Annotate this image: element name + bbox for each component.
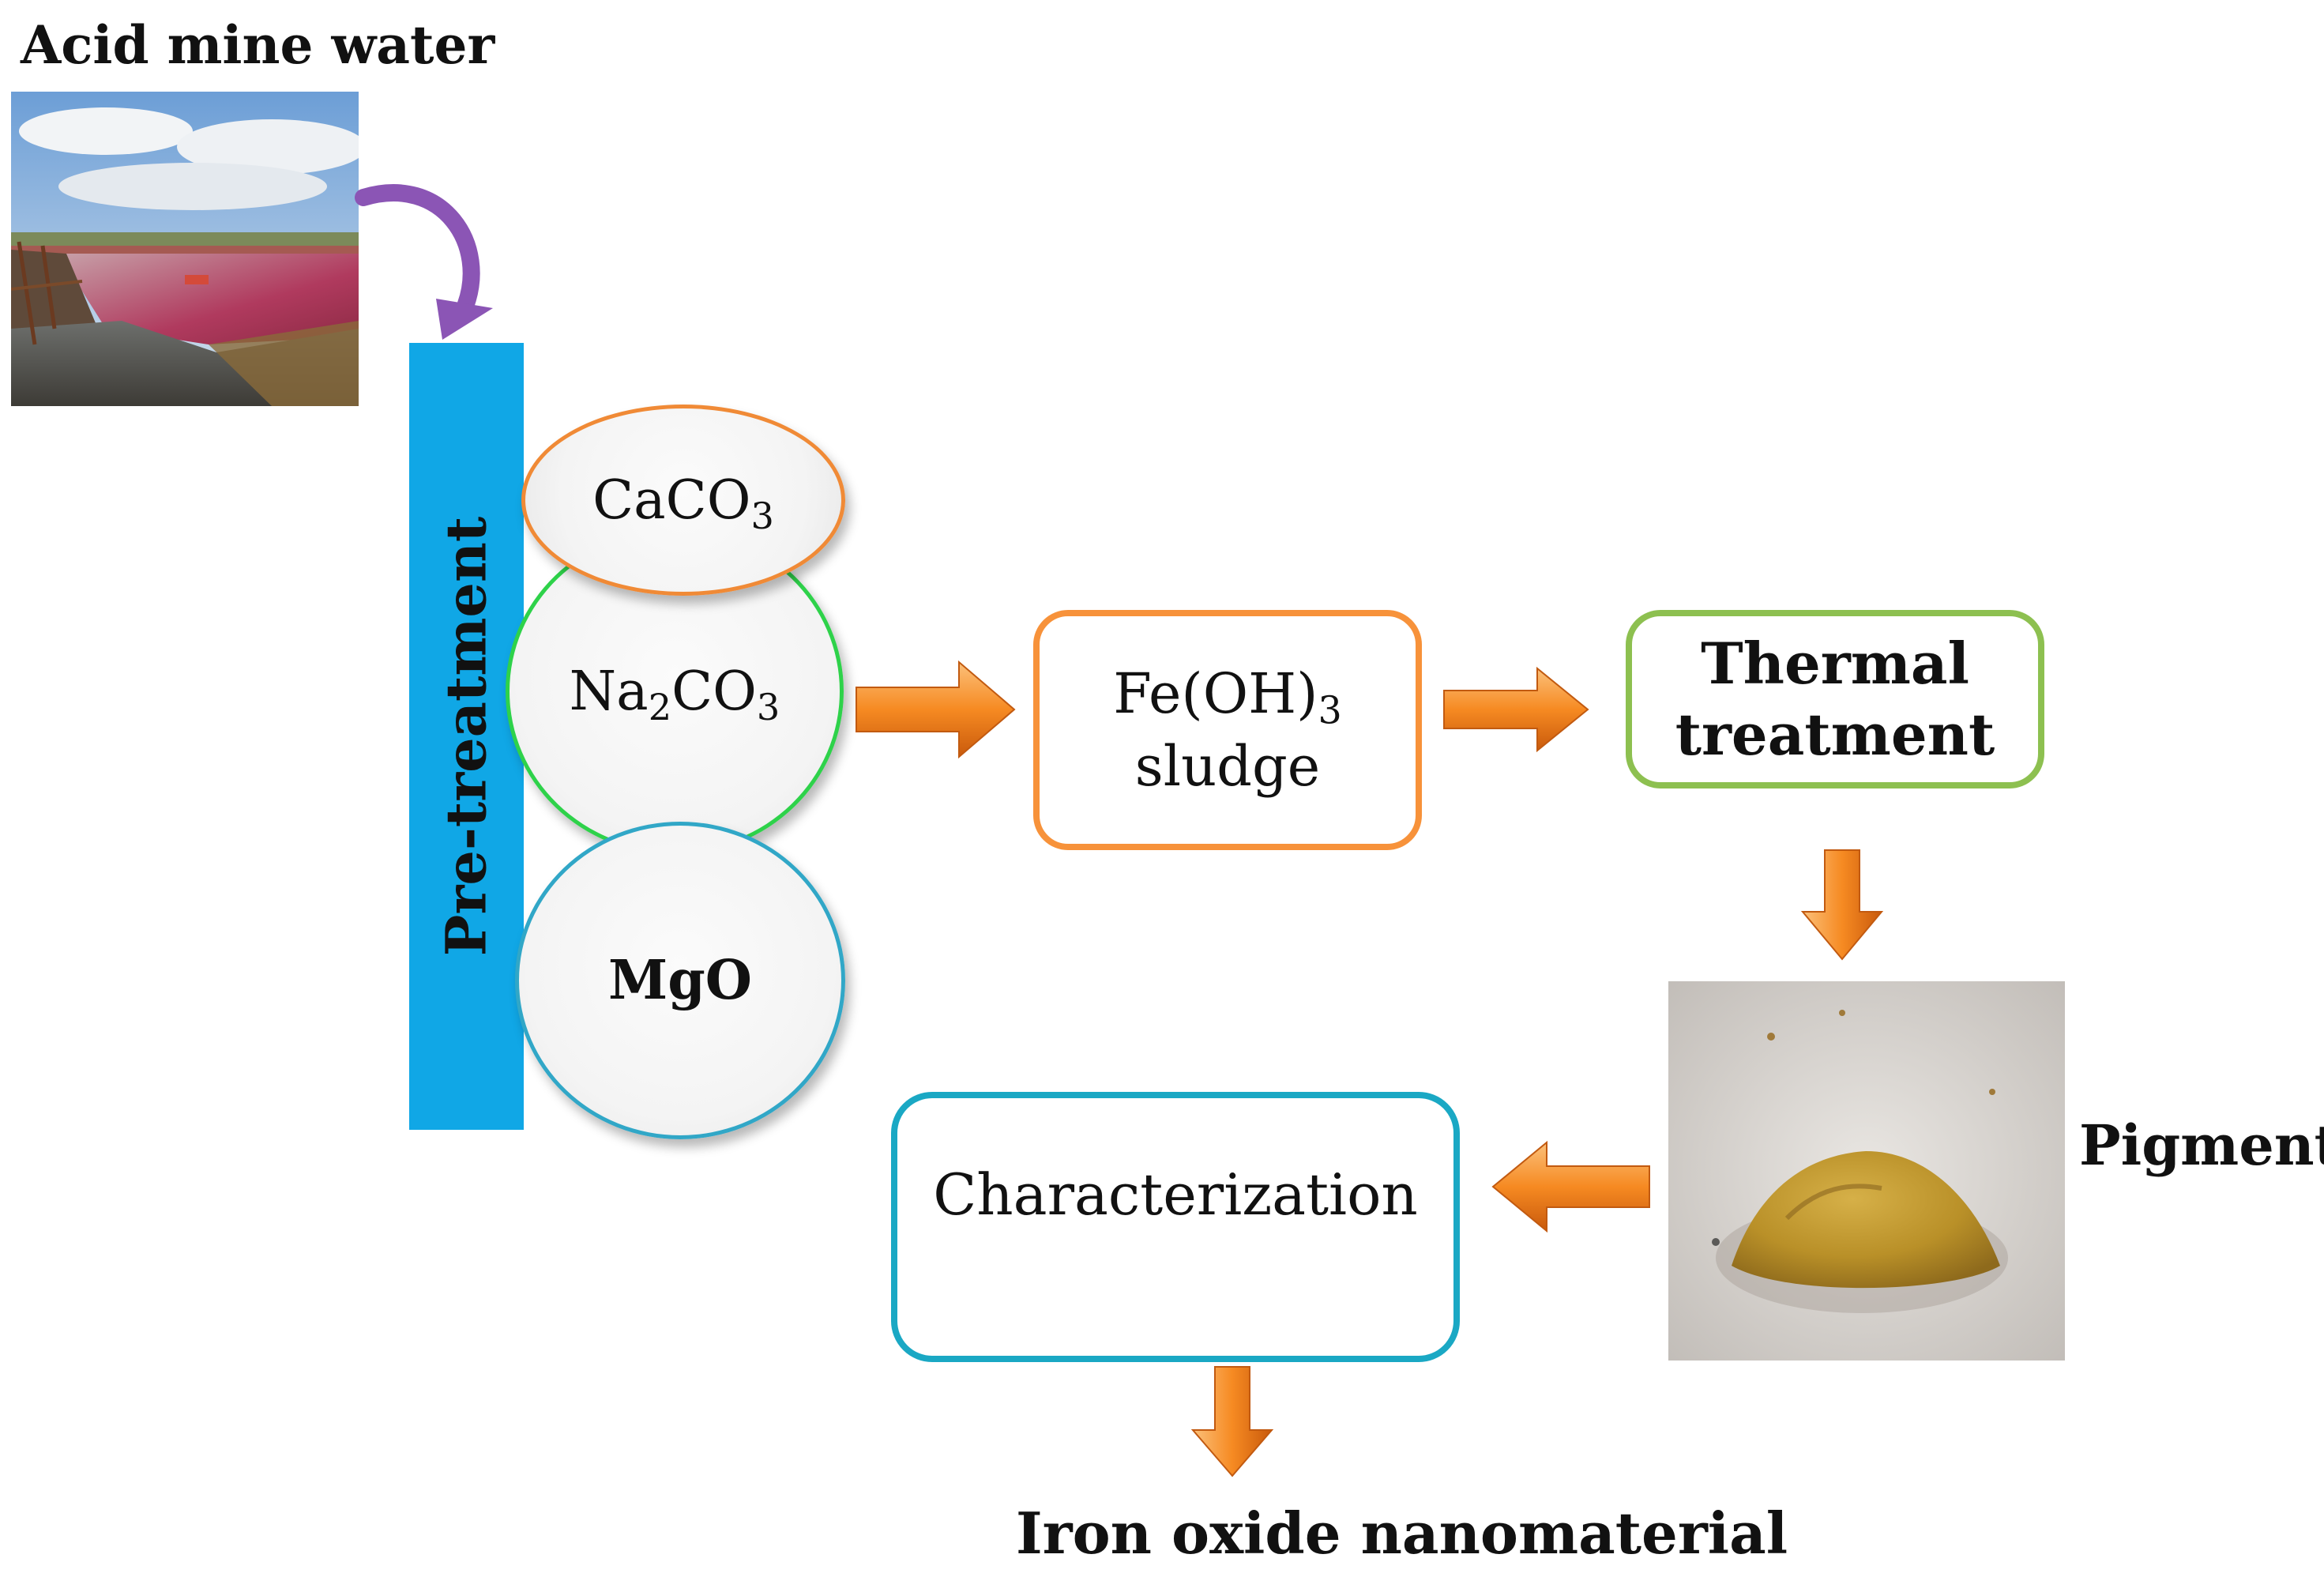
arrow-right-icon	[1443, 666, 1589, 753]
pigment-label: Pigment	[2079, 1112, 2324, 1178]
arrow-down-icon	[1190, 1366, 1274, 1477]
acid-mine-water-photo	[11, 92, 359, 406]
caco3-label: CaCO3	[592, 469, 774, 537]
characterization-label: Characterization	[933, 1161, 1418, 1228]
mgo-reagent: MgO	[515, 822, 845, 1139]
curved-arrow-icon	[355, 184, 493, 340]
thermal-line2: treatment	[1675, 701, 1995, 768]
sludge-line1: Fe(OH)3	[1113, 661, 1342, 733]
arrow-right-icon	[856, 660, 1016, 759]
thermal-line1: Thermal	[1701, 630, 1969, 697]
acid-mine-water-label: Acid mine water	[21, 14, 495, 76]
characterization-box: Characterization	[891, 1092, 1460, 1362]
sludge-line2: sludge	[1134, 734, 1321, 799]
iron-oxide-nanomaterial-label: Iron oxide nanomaterial	[1016, 1500, 1788, 1567]
na2co3-label: Na2CO3	[569, 660, 780, 728]
pigment-photo	[1668, 981, 2065, 1361]
pre-treatment-label: Pre-treatment	[433, 516, 499, 957]
thermal-treatment-box: Thermal treatment	[1626, 610, 2044, 788]
fe-oh3-sludge-box: Fe(OH)3 sludge	[1033, 610, 1422, 850]
arrow-down-icon	[1800, 849, 1884, 961]
pre-treatment-bar	[409, 343, 524, 1130]
mgo-label: MgO	[607, 949, 753, 1012]
arrow-left-icon	[1491, 1140, 1650, 1233]
caco3-reagent: CaCO3	[521, 405, 845, 596]
